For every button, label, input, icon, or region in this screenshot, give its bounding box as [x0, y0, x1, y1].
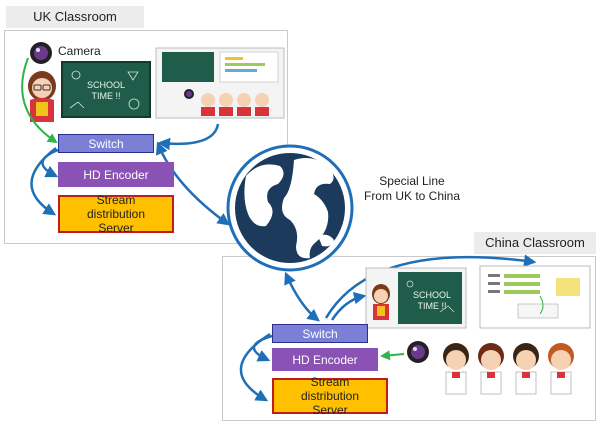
china-board-display [365, 267, 467, 329]
uk-stream-server-node: Stream distribution Server [58, 193, 174, 235]
uk-screen-to-switch-arrow [157, 123, 220, 151]
uk-camera-to-switch-arrow [21, 57, 58, 144]
uk-classroom-title: UK Classroom [6, 6, 144, 28]
uk-chalkboard [61, 61, 151, 118]
uk-screen-thumbnail [155, 47, 285, 119]
china-switch-to-server-arrow [239, 332, 271, 402]
uk-switch-to-globe-arrow [155, 141, 231, 226]
special-line-label-line1: Special Line [379, 174, 445, 188]
china-camera-icon [407, 341, 429, 363]
uk-switch-node: Switch [58, 134, 154, 153]
china-camera-to-encoder-arrow [380, 350, 405, 361]
uk-hd-encoder-node: HD Encoder [58, 162, 174, 187]
china-board-text: SCHOOL TIME !! [412, 290, 451, 311]
china-students-illustration [443, 343, 574, 395]
globe-icon [226, 144, 354, 272]
china-switch-node: Switch [272, 324, 368, 343]
china-classroom-title: China Classroom [474, 232, 596, 254]
china-switch-to-board-arrow [330, 291, 367, 321]
uk-switch-to-server-arrow [30, 147, 57, 216]
china-hd-encoder-node: HD Encoder [272, 348, 378, 371]
special-line-label-line2: From UK to China [363, 189, 461, 203]
uk-chalkboard-text: SCHOOL TIME !! [86, 80, 125, 101]
uk-camera-label: Camera [58, 44, 101, 58]
uk-teacher-illustration [28, 71, 56, 122]
china-stream-server-node: Stream distribution Server [272, 375, 388, 417]
china-switch-to-screen-arrow [324, 254, 537, 319]
globe-to-china-switch-arrow [284, 271, 320, 322]
uk-switch-to-encoder-arrow [41, 148, 59, 178]
special-line-label: Special Line From UK to China [352, 174, 472, 204]
china-screen-display [479, 265, 591, 329]
uk-camera-icon [30, 42, 52, 64]
